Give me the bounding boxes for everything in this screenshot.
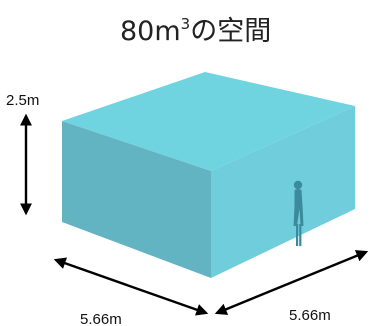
title-value: 80m	[120, 16, 181, 47]
person-silhouette-icon	[293, 180, 304, 246]
cuboid	[62, 72, 355, 278]
title-exponent: 3	[181, 15, 191, 33]
width-right-arrow	[214, 250, 369, 315]
title-suffix: の空間	[190, 16, 271, 47]
width-left-arrow	[53, 257, 209, 316]
cuboid-right-face	[211, 106, 355, 278]
cuboid-top-face	[62, 72, 355, 171]
width-right-label: 5.66m	[289, 307, 331, 324]
cuboid-left-face	[62, 121, 211, 278]
width-left-label: 5.66m	[80, 311, 122, 326]
height-label: 2.5m	[6, 92, 39, 109]
diagram-title: 80m3の空間	[120, 15, 271, 47]
